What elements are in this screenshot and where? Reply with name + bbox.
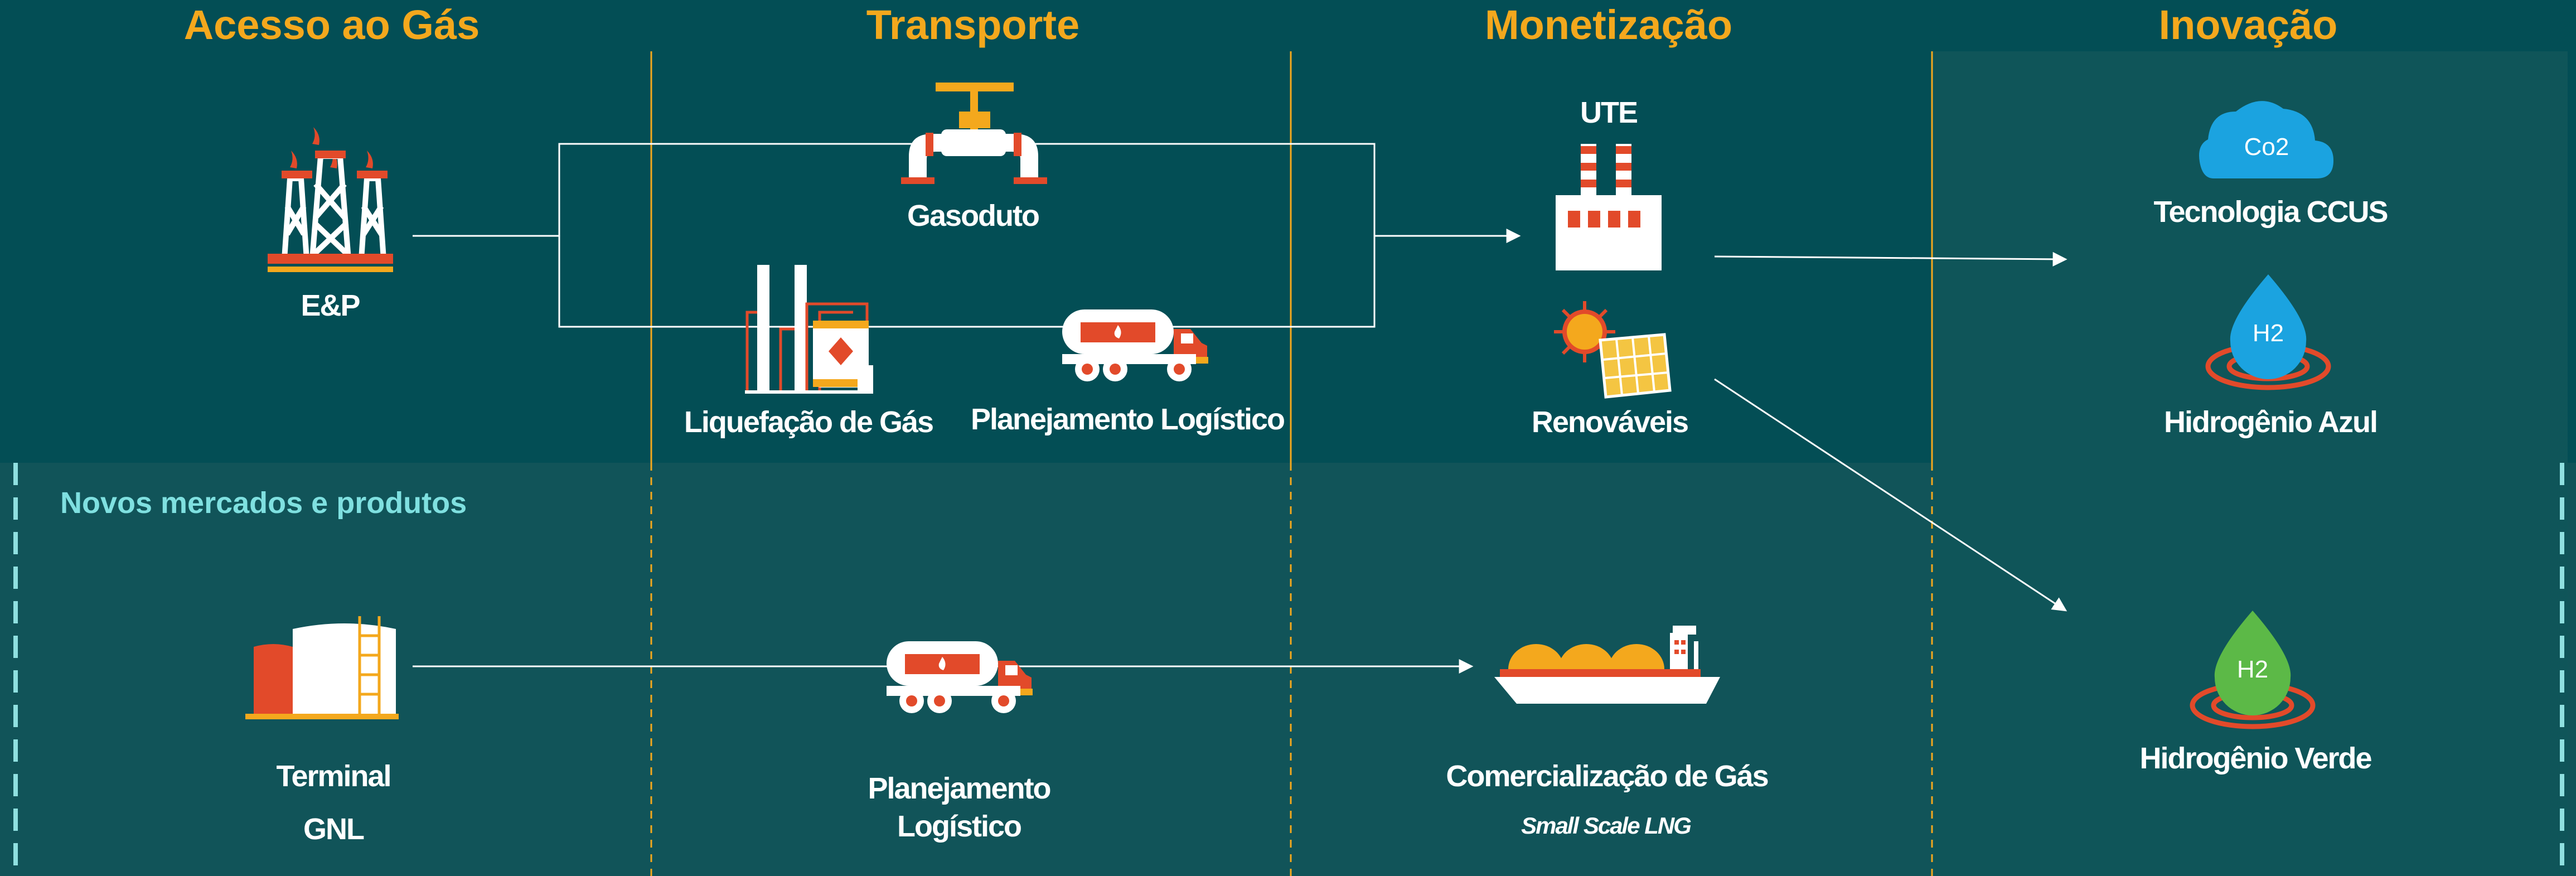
liquefaction-plant-icon	[745, 265, 873, 394]
label-liquefacao: Liquefação de Gás	[684, 405, 933, 439]
thermal-plant-icon	[1556, 144, 1662, 270]
label-planejamento-top: Planejamento Logístico	[971, 403, 1284, 436]
label-planejamento-bottom-line2: Logístico	[897, 810, 1021, 843]
h2-verde-icon-text: H2	[2237, 656, 2268, 683]
label-terminal-line2: GNL	[303, 812, 364, 846]
green-hydrogen-icon	[2190, 611, 2316, 729]
pipeline-valve-icon	[901, 83, 1047, 184]
label-ep: E&P	[301, 289, 360, 322]
label-renovaveis: Renováveis	[1532, 405, 1688, 439]
co2-cloud-icon	[2199, 101, 2333, 178]
innovation-panel	[1932, 51, 2568, 876]
label-h2-verde: Hidrogênio Verde	[2139, 742, 2371, 775]
solar-energy-icon	[1554, 301, 1672, 399]
header-access: Acesso ao Gás	[184, 2, 480, 48]
label-h2-azul: Hidrogênio Azul	[2164, 405, 2377, 439]
tanker-truck-icon-bottom	[887, 641, 1033, 713]
section-title: Novos mercados e produtos	[60, 486, 467, 520]
header-transport: Transporte	[866, 2, 1079, 48]
label-small-scale-lng: Small Scale LNG	[1521, 812, 1691, 839]
tanker-truck-icon-top	[1062, 309, 1208, 381]
oil-rig-icon	[268, 127, 393, 272]
lng-terminal-icon	[245, 616, 399, 719]
label-ute: UTE	[1580, 96, 1637, 129]
blue-hydrogen-icon	[2205, 274, 2331, 390]
label-planejamento-bottom-line1: Planejamento	[868, 772, 1050, 805]
lng-ship-icon	[1494, 626, 1720, 704]
label-terminal-line1: Terminal	[276, 759, 390, 793]
label-gasoduto: Gasoduto	[907, 199, 1039, 233]
header-innovation: Inovação	[2159, 2, 2338, 48]
label-ccus: Tecnologia CCUS	[2153, 195, 2387, 229]
co2-icon-text: Co2	[2244, 133, 2289, 161]
header-monetization: Monetização	[1485, 2, 1732, 48]
label-comercializacao: Comercialização de Gás	[1446, 759, 1768, 793]
h2-azul-icon-text: H2	[2253, 320, 2284, 347]
